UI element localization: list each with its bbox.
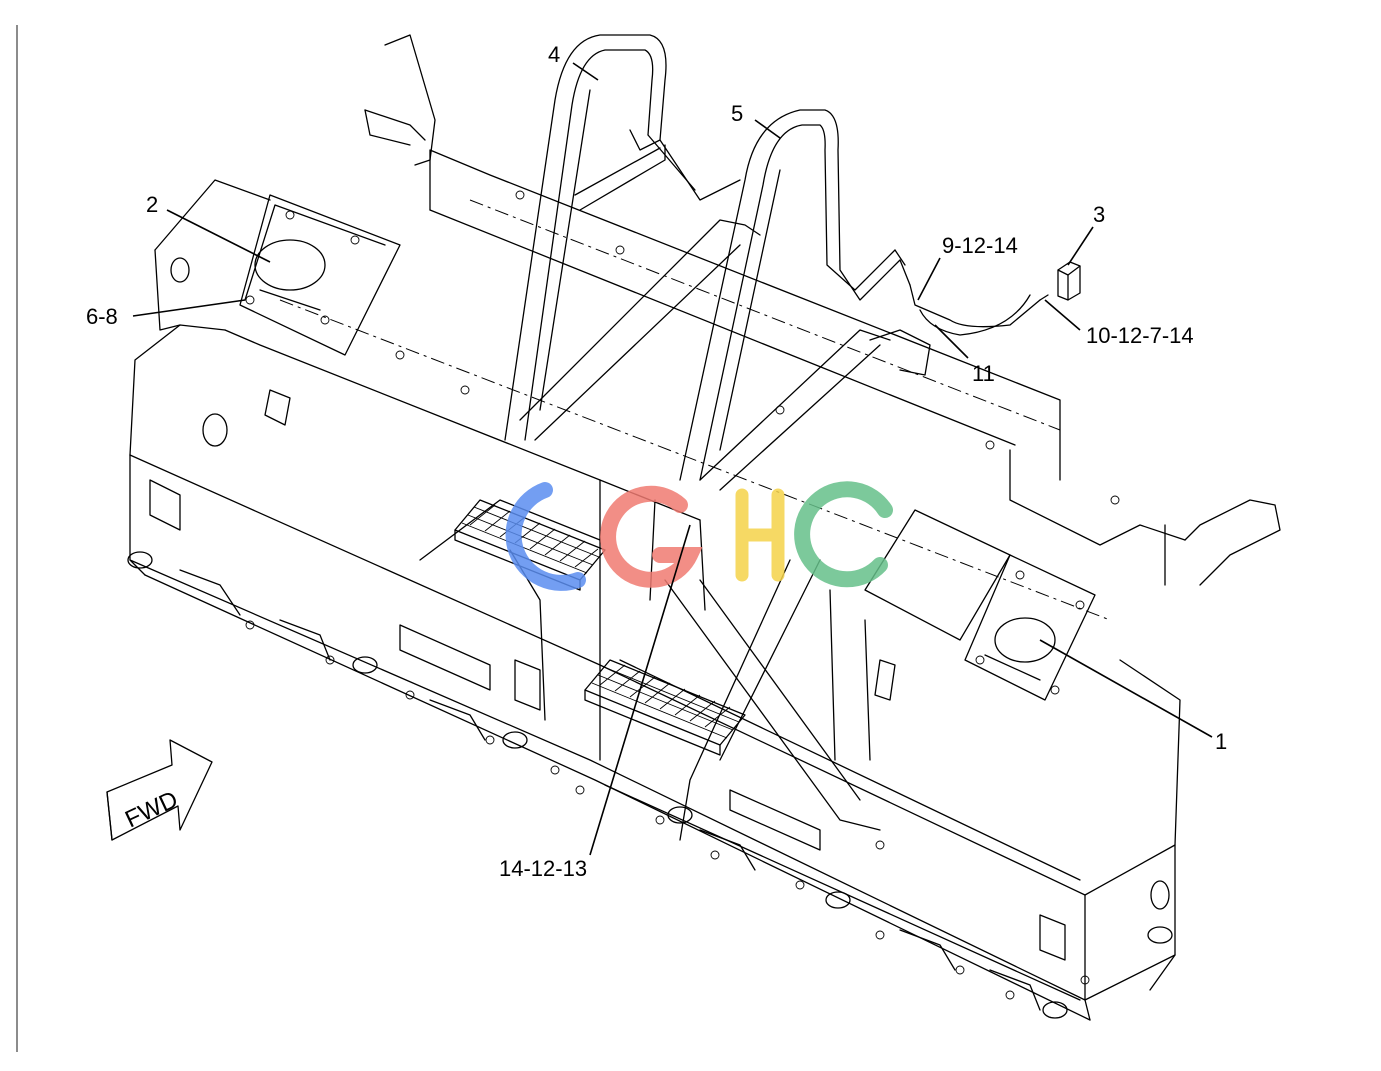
callout-1: 1 xyxy=(1215,729,1227,754)
fwd-arrow-icon: FWD xyxy=(106,739,213,841)
leader-9-12-14 xyxy=(917,257,941,301)
leader-lines xyxy=(132,62,1213,856)
leader-6-8 xyxy=(132,299,246,317)
cross-tube xyxy=(519,219,931,491)
callout-2: 2 xyxy=(146,192,158,217)
ghc-logo-watermark xyxy=(505,481,893,591)
leader-1 xyxy=(1039,639,1213,738)
callout-9-12-14: 9-12-14 xyxy=(942,233,1018,258)
fwd-label: FWD xyxy=(121,786,182,834)
callout-4: 4 xyxy=(548,42,560,67)
callout-14-12-13: 14-12-13 xyxy=(499,856,587,881)
leader-2 xyxy=(166,209,271,263)
leader-4 xyxy=(572,62,599,81)
handrail-4 xyxy=(504,34,741,441)
callout-3: 3 xyxy=(1093,202,1105,227)
leader-14-12-13 xyxy=(589,524,691,856)
leader-5 xyxy=(754,119,781,139)
main-frame xyxy=(127,34,1281,1021)
leader-11 xyxy=(934,324,969,359)
lower-step-grating xyxy=(584,659,746,756)
leader-3 xyxy=(1067,226,1094,266)
callout-11: 11 xyxy=(972,361,995,386)
callout-5: 5 xyxy=(731,101,743,126)
callout-labels: 4 5 2 6-8 9-12-14 3 10-12-7-14 11 1 14-1… xyxy=(86,42,1227,881)
leader-10-12-7-14 xyxy=(1044,299,1081,331)
mount-plate-2 xyxy=(239,194,401,356)
callout-10-12-7-14: 10-12-7-14 xyxy=(1086,323,1194,348)
handrail-5 xyxy=(679,109,1041,481)
mount-plate-1 xyxy=(864,509,1096,701)
connector-3 xyxy=(919,261,1081,336)
callout-6-8: 6-8 xyxy=(86,304,118,329)
